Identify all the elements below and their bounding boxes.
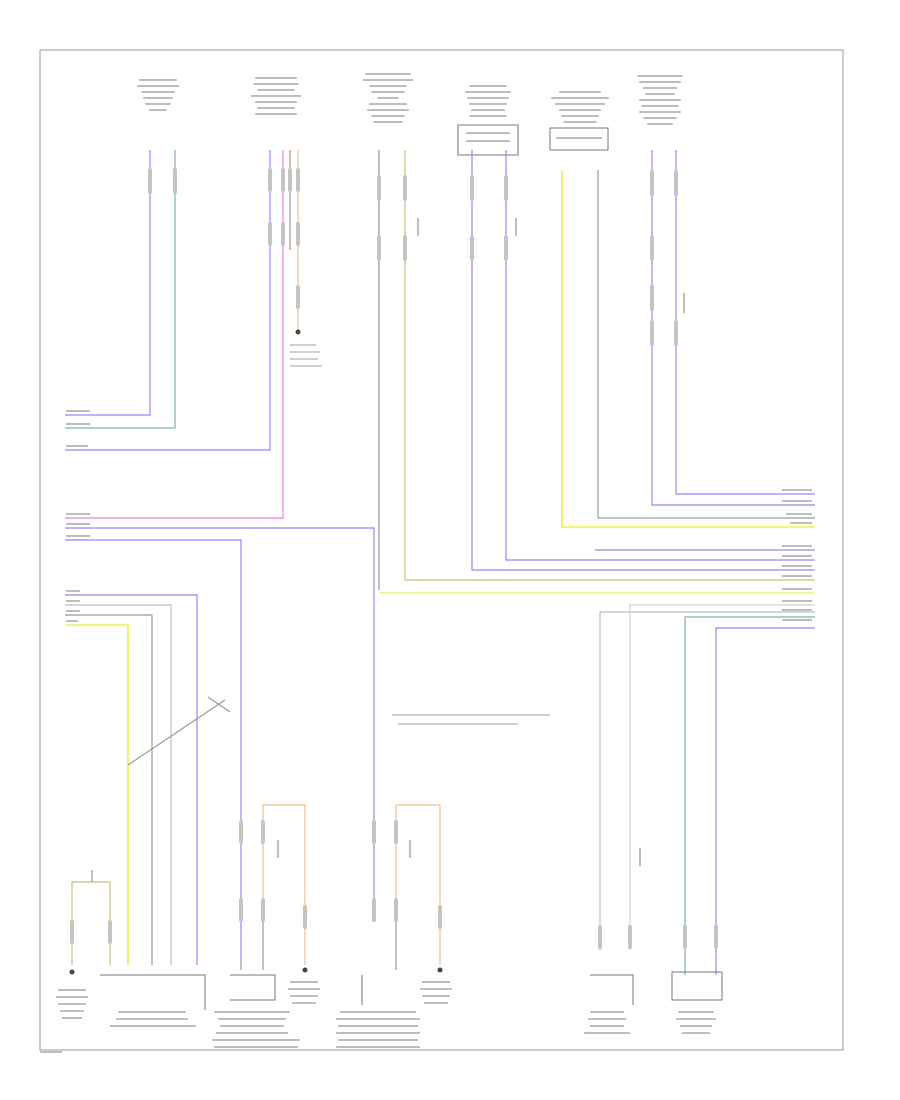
wire-blue-8	[651, 150, 815, 506]
wire-gray-7	[599, 611, 815, 950]
wire-teal-2	[684, 616, 815, 975]
wire-magenta-1	[65, 150, 284, 519]
right-wire-labels	[782, 489, 812, 621]
wire-blue-5	[65, 594, 198, 965]
wire-blue-9	[675, 150, 815, 495]
wire-olive-1	[404, 150, 815, 581]
top-component-labels	[137, 73, 683, 125]
wire-gray-5	[597, 170, 815, 519]
left-wire-labels	[66, 410, 90, 622]
inline-labels	[277, 218, 685, 866]
wire-gray-6	[629, 604, 815, 950]
bottom-components	[100, 971, 723, 1010]
diagram-frame	[39, 49, 844, 1051]
wire-orange-2	[262, 804, 306, 965]
wire-gray-3	[65, 614, 153, 965]
wire-yellow-3	[561, 170, 815, 528]
splice-line	[127, 699, 226, 766]
connector-box-top-2	[549, 127, 609, 151]
wire-blue-3	[65, 527, 375, 900]
wires	[65, 150, 815, 975]
wire-yellow-1	[65, 624, 129, 965]
junction-points	[69, 329, 443, 975]
bottom-labels	[56, 981, 716, 1048]
wire-blue-2	[65, 150, 271, 451]
wire-blue-11	[715, 627, 815, 975]
wire-teal-1	[65, 150, 176, 429]
connector-markers	[70, 168, 718, 949]
wire-blue-1	[65, 150, 151, 416]
wire-gray-2	[65, 604, 172, 965]
wire-olive-2	[71, 881, 111, 965]
wire-blue-6	[471, 150, 815, 571]
wire-blue-4	[65, 539, 242, 960]
connector-box-top-1	[457, 124, 519, 156]
wire-blue-7	[505, 150, 815, 561]
wire-orange-3	[395, 804, 441, 965]
